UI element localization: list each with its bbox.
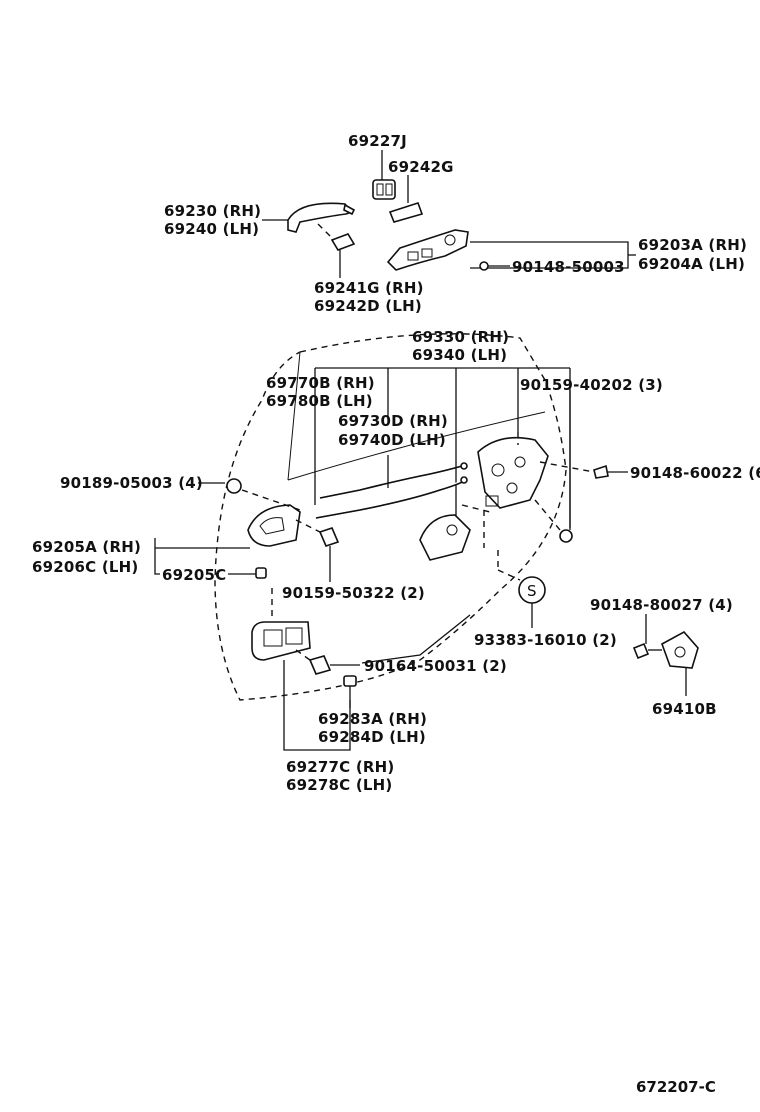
label-69241g: 69241G (RH) [314,279,424,297]
label-90164-50031: 90164-50031 (2) [364,657,507,675]
lock-motor [419,514,471,561]
label-69410b: 69410B [652,700,717,718]
screw-90159-40202 [559,529,573,543]
label-69230: 69230 (RH) [164,202,261,220]
screw-90159-50322 [318,527,340,547]
door-lock-assembly [477,436,549,509]
label-69205a: 69205A (RH) [32,538,141,556]
label-69203a: 69203A (RH) [638,236,747,254]
label-69330: 69330 (RH) [412,328,509,346]
cable-69730d [315,455,468,519]
diagram-ref-code: 672207-C [636,1078,716,1096]
label-90159-40202: 90159-40202 (3) [520,376,663,394]
door-window-line [287,351,546,481]
switch-bezel-69277c [251,621,311,661]
label-s: S [527,582,537,600]
label-90148-80027: 90148-80027 (4) [590,596,733,614]
label-90159-50322: 90159-50322 (2) [282,584,425,602]
label-93383-16010: 93383-16010 (2) [474,631,617,649]
label-69277c: 69277C (RH) [286,758,394,776]
screw-90148-60022 [593,464,609,479]
clip-69205c [255,567,267,579]
label-69780b: 69780B (LH) [266,392,373,410]
screw-90189-05003 [226,478,242,494]
label-69242d: 69242D (LH) [314,297,422,315]
label-69206c: 69206C (LH) [32,558,138,576]
clip-69283a [343,675,357,687]
label-69340: 69340 (LH) [412,346,507,364]
label-90148-60022: 90148-60022 (6) [630,464,760,482]
label-69283a: 69283A (RH) [318,710,427,728]
label-69278c: 69278C (LH) [286,776,392,794]
handle-frame-69203a [386,229,469,271]
screw-90148-80027 [632,642,650,660]
screw-90148-50003 [479,261,510,271]
outside-handle-69230 [287,202,356,233]
label-69770b: 69770B (RH) [266,374,375,392]
label-69730d: 69730D (RH) [338,412,448,430]
label-69227j: 69227J [348,132,407,150]
label-69204a: 69204A (LH) [638,255,745,273]
striker-69410b [661,630,699,669]
label-90148-50003: 90148-50003 [512,258,625,276]
inside-handle-69205a [247,504,301,547]
label-69240: 69240 (LH) [164,220,259,238]
pad-69241g [330,233,356,251]
label-69740d: 69740D (LH) [338,431,446,449]
cap-69227j [372,179,396,200]
label-69284d: 69284D (LH) [318,728,426,746]
label-90189-05003: 90189-05003 (4) [60,474,203,492]
gasket-69242g [388,202,424,223]
label-69205c: 69205C [162,566,226,584]
screw-90164-50031 [308,655,332,675]
label-69242g: 69242G [388,158,454,176]
